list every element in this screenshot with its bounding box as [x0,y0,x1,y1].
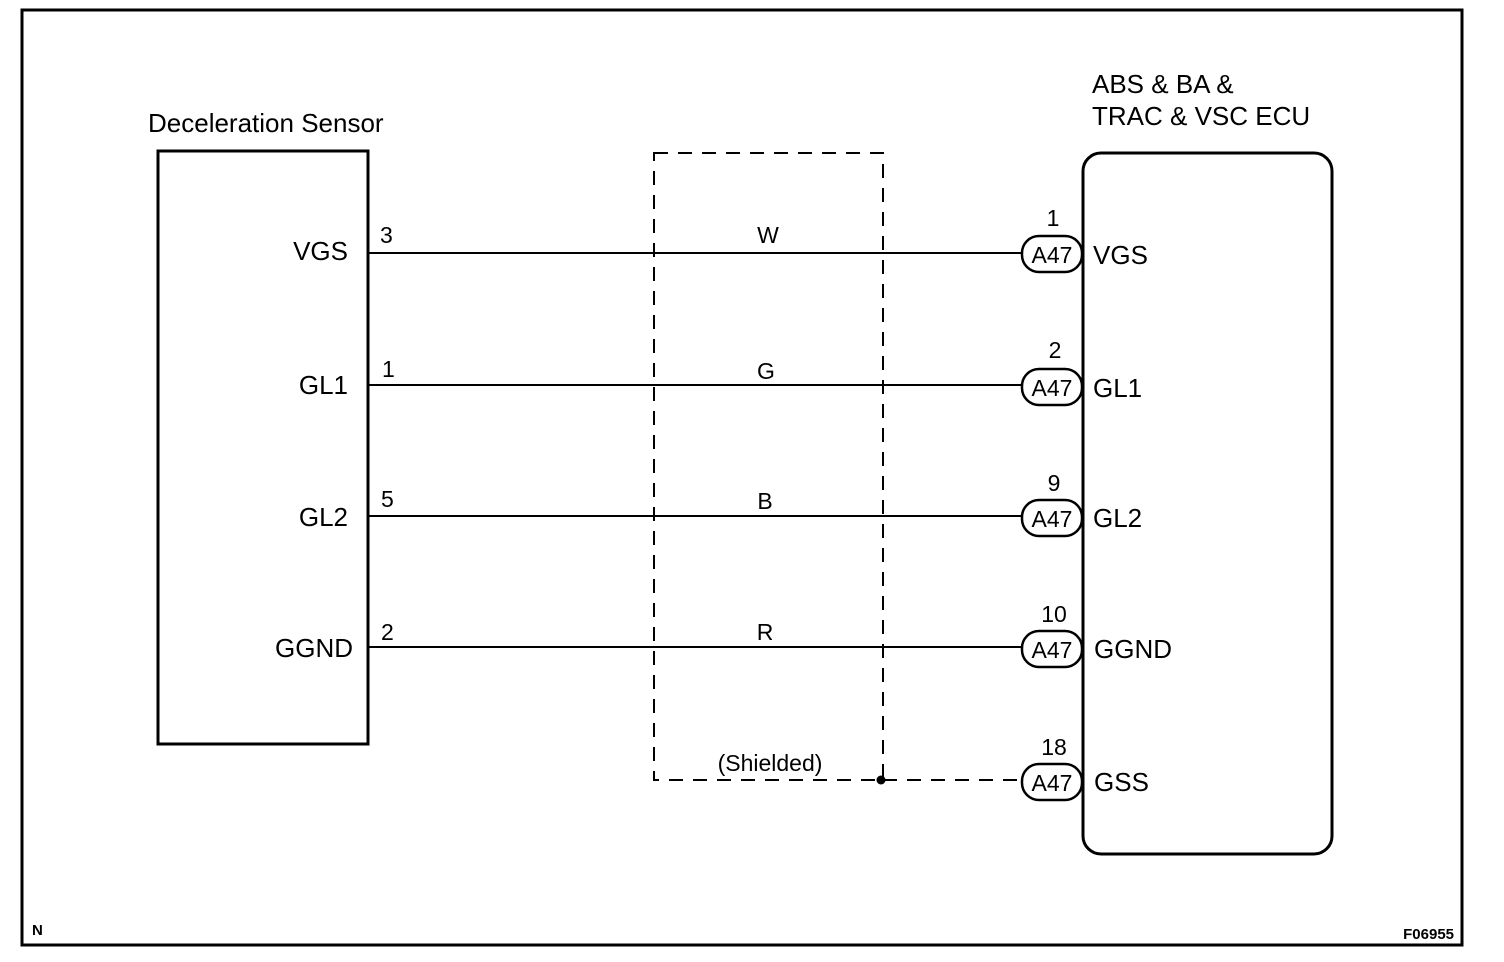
connector-label: A47 [1032,242,1073,268]
sensor-pin-ggnd: 2 [381,619,394,645]
outer-frame [20,8,1464,947]
ecu-pin-vgs: 1 [1047,205,1060,231]
ecu-title-line1: ABS & BA & [1092,69,1234,99]
sensor-title: Deceleration Sensor [148,108,384,138]
connector-vgs: A47 [1020,234,1084,274]
wire-color-ggnd: R [757,619,774,645]
ecu-pin-gss: 18 [1041,734,1067,760]
ecu-pin-ggnd: 10 [1041,601,1067,627]
shield-junction-dot [876,775,886,785]
connector-ggnd: A47 [1020,629,1084,669]
connector-label: A47 [1032,375,1073,401]
wire-color-vgs: W [757,222,779,248]
connector-label: A47 [1032,506,1073,532]
ecu-terminal-vgs: VGS [1093,240,1148,270]
corner-mark: N [32,922,43,939]
sensor-pin-gl2: 5 [381,486,394,512]
sensor-terminal-gl2: GL2 [299,502,348,532]
ecu-pin-gl1: 2 [1049,337,1062,363]
sensor-terminal-gl1: GL1 [299,370,348,400]
wire-color-gl1: G [757,358,775,384]
connector-label: A47 [1032,637,1073,663]
ecu-box [1081,151,1334,856]
sensor-terminal-vgs: VGS [293,236,348,266]
wire-color-gl2: B [757,488,772,514]
ecu-terminal-ggnd: GGND [1094,634,1172,664]
shield-label: (Shielded) [718,750,823,776]
ecu-terminal-gl2: GL2 [1093,503,1142,533]
ecu-pin-gl2: 9 [1048,470,1061,496]
connector-gl1: A47 [1020,367,1084,407]
sensor-terminal-ggnd: GGND [275,633,353,663]
ecu-terminal-gss: GSS [1094,767,1149,797]
ecu-terminal-gl1: GL1 [1093,373,1142,403]
sensor-pin-vgs: 3 [380,222,393,248]
figure-id: F06955 [1403,926,1454,943]
ecu-title-line2: TRAC & VSC ECU [1092,101,1310,131]
connector-gss: A47 [1020,762,1084,802]
connector-label: A47 [1032,770,1073,796]
connector-gl2: A47 [1020,498,1084,538]
sensor-box [156,149,370,746]
shield-box [653,152,884,781]
sensor-pin-gl1: 1 [382,356,395,382]
